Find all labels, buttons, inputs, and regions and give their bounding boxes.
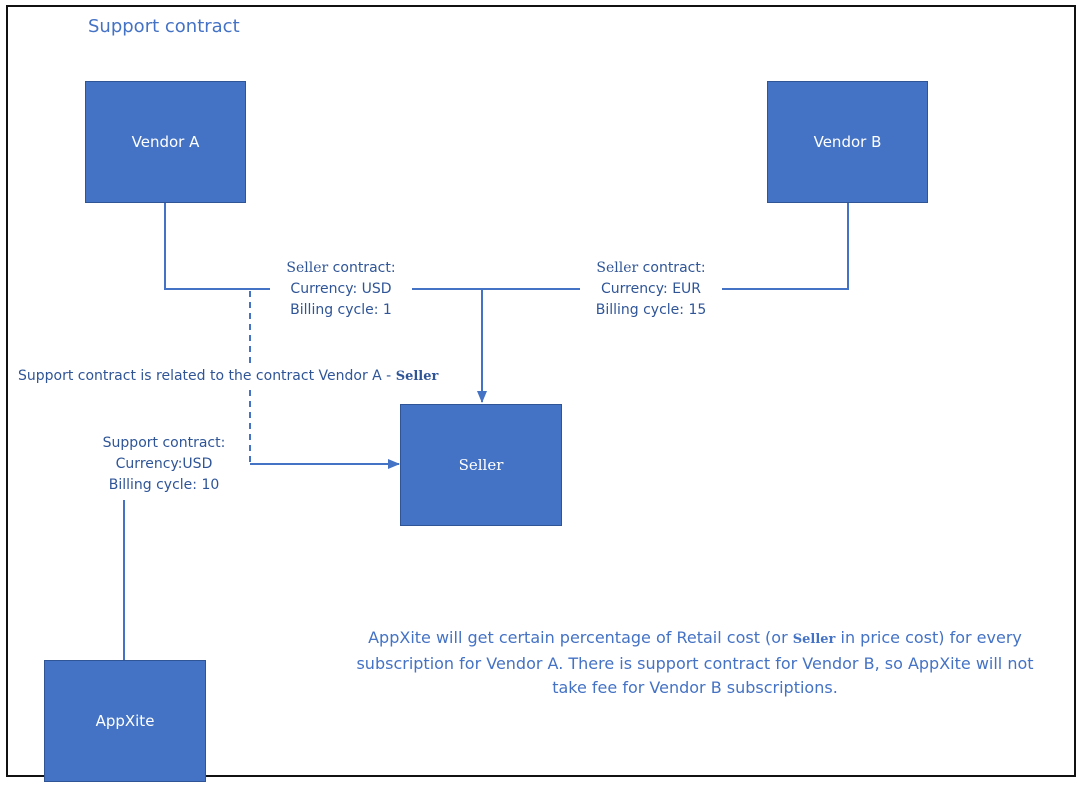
node-vendor-a: Vendor A	[85, 81, 246, 203]
node-appxite-label: AppXite	[95, 712, 155, 730]
footnote: AppXite will get certain percentage of R…	[340, 626, 1050, 700]
label-support-contract: Support contract: Currency:USD Billing c…	[88, 433, 240, 496]
label-vendor-b-seller-contract: Seller contract: Currency: EUR Billing c…	[580, 258, 722, 321]
label-relation-note-text: Support contract is related to the contr…	[18, 368, 396, 384]
label-support-contract-heading: Support contract:	[102, 435, 226, 451]
label-vendor-a-seller-contract-currency: Currency: USD	[290, 281, 392, 297]
label-vendor-a-seller-contract: Seller contract: Currency: USD Billing c…	[270, 258, 412, 321]
footnote-part2: in price cost) for every subscription fo…	[356, 628, 1034, 697]
label-support-contract-billing: Billing cycle: 10	[108, 477, 220, 493]
label-vendor-b-seller-contract-currency: Currency: EUR	[600, 281, 702, 297]
label-vendor-a-seller-contract-billing: Billing cycle: 1	[290, 302, 392, 318]
node-vendor-b: Vendor B	[767, 81, 928, 203]
node-vendor-a-label: Vendor A	[131, 133, 200, 151]
diagram-frame	[6, 5, 1076, 777]
footnote-part1: AppXite will get certain percentage of R…	[368, 628, 793, 647]
label-vendor-a-seller-contract-heading: Seller contract:	[286, 260, 396, 276]
label-relation-note: Support contract is related to the contr…	[18, 366, 439, 387]
label-vendor-b-seller-contract-billing: Billing cycle: 15	[595, 302, 707, 318]
label-vendor-b-seller-contract-heading: Seller contract:	[596, 260, 706, 276]
diagram-title: Support contract	[88, 16, 240, 37]
label-support-contract-currency: Currency:USD	[115, 456, 213, 472]
footnote-seller: Seller	[792, 632, 836, 647]
node-seller: Seller	[400, 404, 562, 526]
node-vendor-b-label: Vendor B	[813, 133, 882, 151]
node-seller-label: Seller	[458, 456, 504, 474]
label-relation-note-seller: Seller	[395, 369, 439, 384]
node-appxite: AppXite	[44, 660, 206, 782]
